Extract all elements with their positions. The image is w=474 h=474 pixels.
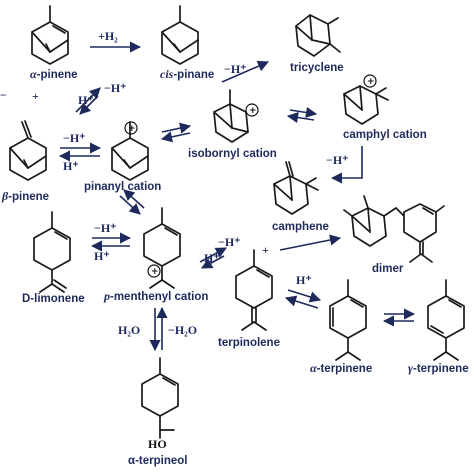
menthenyl-charge: + [151, 267, 159, 277]
menthenyl-charge-circle [147, 264, 161, 278]
menthenyl-minus-h: −H⁺ [218, 235, 241, 249]
alpha-terpinene-structure [329, 279, 367, 361]
dimer-structure [343, 195, 445, 263]
left-minus-sign: − [0, 88, 7, 102]
menthenyl-terpinolene-arrow-down [201, 255, 225, 269]
cis-pinane-structure [161, 5, 199, 65]
to-tricyclene-arrow [221, 60, 270, 83]
pinanyl-isobornyl-arrow-fwd [161, 122, 192, 134]
isobornyl-cation-label: isobornyl cation [188, 148, 277, 160]
pinanyl-menthenyl-arrow-down [119, 195, 141, 215]
alpha-terpineol-structure [141, 357, 179, 439]
tricyclene-minus-h: −H⁺ [224, 62, 247, 76]
dimer-label: dimer [372, 263, 404, 275]
isobornyl-camphyl-arrow-rev [286, 111, 315, 124]
camphyl-charge: + [367, 77, 375, 87]
pinene-protonation-arrow-down [79, 95, 99, 115]
limonene-plus-h: H⁺ [94, 249, 110, 263]
pinanyl-cation-label: pinanyl cation [84, 181, 161, 193]
camphene-label: camphene [272, 221, 329, 233]
beta-pinene-structure [9, 120, 47, 181]
alpha-pinene-structure [31, 5, 69, 65]
cis-pinane-label: cis-pinane [160, 67, 214, 81]
pinanyl-menthenyl-arrow-up [123, 189, 145, 209]
camphyl-cation-label: camphyl cation [343, 129, 427, 141]
left-plus-sign: + [32, 89, 39, 103]
camphyl-camphene-arrow [330, 146, 363, 184]
alpha-pinene-label: α-pinene [30, 67, 78, 81]
isobornyl-charge-circle [245, 103, 259, 117]
p-menthenyl-cation-label: p-menthenyl cation [103, 289, 208, 303]
isobornyl-camphyl-arrow-fwd [289, 106, 318, 119]
hydration-reagent: H₂O [118, 323, 140, 337]
hydrogenation-reagent: +H₂ [98, 29, 118, 43]
isobornyl-cation-structure [213, 89, 249, 143]
pinene-minus-h: −H⁺ [104, 81, 127, 95]
pinanyl-charge: + [128, 124, 136, 134]
beta-pinene-plus-h: H⁺ [63, 159, 79, 173]
terpinolene-plus-h: H⁺ [296, 273, 312, 287]
pinene-plus-h: H⁺ [78, 93, 94, 107]
isobornyl-charge: + [249, 106, 257, 116]
alpha-terpinene-label: α-terpinene [310, 361, 372, 375]
d-limonene-label: D-limonene [22, 293, 85, 305]
beta-pinene-minus-h: −H⁺ [63, 131, 86, 145]
terpinolene-alpha-arrow-rev [284, 295, 319, 309]
camphyl-charge-circle [363, 74, 377, 88]
beta-pinene-label: β-pinene [1, 189, 49, 203]
camphyl-cation-structure [343, 85, 389, 125]
pinanyl-isobornyl-arrow-rev [160, 131, 191, 143]
p-menthenyl-cation-structure [143, 207, 181, 289]
pinanyl-charge-circle [124, 121, 138, 135]
terpinolene-label: terpinolene [218, 337, 280, 349]
gamma-terpinene-structure [427, 279, 465, 361]
alpha-terpineol-label: α-terpineol [128, 455, 187, 467]
terpinolene-alpha-arrow-fwd [287, 289, 322, 303]
menthenyl-plus-h: H⁺ [204, 251, 220, 265]
dimer-plus-sign: + [262, 243, 269, 257]
camphene-structure [273, 161, 319, 215]
camphene-minus-h: −H⁺ [326, 153, 349, 167]
gamma-terpinene-label: γ-terpinene [408, 361, 469, 375]
dehydration-reagent: −H₂O [168, 323, 197, 337]
tricyclene-label: tricyclene [290, 62, 344, 74]
terpinolene-structure [235, 249, 273, 331]
d-limonene-structure [33, 211, 71, 293]
hydroxyl-label: HO [148, 437, 167, 451]
pinanyl-cation-structure [111, 121, 149, 181]
limonene-minus-h: −H⁺ [94, 221, 117, 235]
tricyclene-structure [295, 14, 341, 57]
to-dimer-arrow [279, 234, 342, 251]
